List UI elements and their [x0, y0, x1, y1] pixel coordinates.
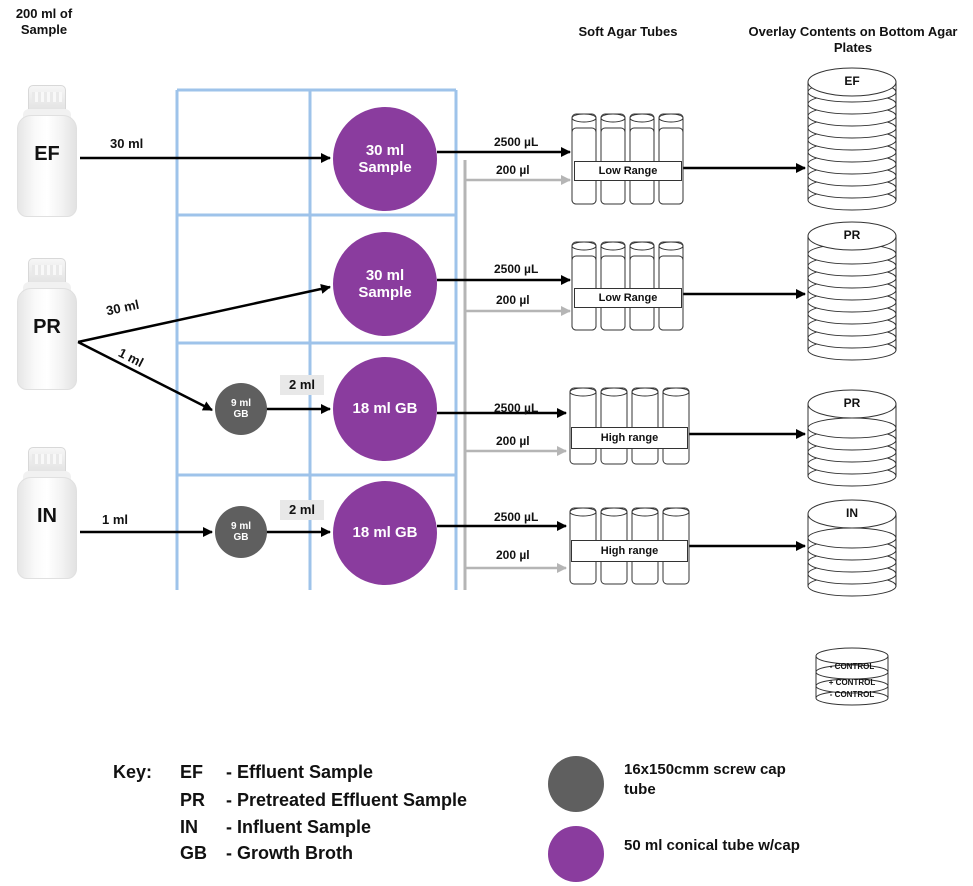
rack-band-3: High range [571, 427, 688, 449]
plate-label-ef: EF [844, 74, 860, 88]
conical-tube-2-label: 30 ml Sample [358, 266, 412, 301]
legend-gray-text: 16x150cmm screw cap tube [624, 761, 786, 798]
rack-band-2: Low Range [574, 288, 682, 308]
legend-gray-swatch [548, 756, 604, 812]
control-label-pos: + CONTROL [828, 678, 876, 687]
screw-cap-tube-2: 9 ml GB [215, 506, 267, 558]
header-overlay: Overlay Contents on Bottom Agar Plates [748, 24, 958, 55]
conical-tube-3-label: 18 ml GB [352, 400, 418, 418]
key-abbr-ef: EF [180, 762, 204, 782]
conical-tube-1-label: 30 ml Sample [358, 141, 412, 176]
screw-cap-tube-1-label: 9 ml GB [230, 397, 251, 421]
key-desc-ef: - Effluent Sample [226, 762, 374, 782]
conical-tube-4: 18 ml GB [333, 481, 437, 585]
rack-band-4: High range [571, 540, 688, 562]
legend-purple-text: 50 ml conical tube w/cap [624, 837, 800, 854]
key-desc-in: - Influent Sample [226, 817, 372, 837]
label-200-1: 200 µl [496, 163, 530, 177]
plate-label-in: IN [846, 506, 858, 520]
label-2ml-b: 2 ml [280, 500, 324, 520]
label-200-3: 200 µl [496, 434, 530, 448]
tube-rack-2 [571, 241, 684, 331]
screw-cap-tube-2-label: 9 ml GB [230, 520, 251, 544]
label-2500-1: 2500 µL [494, 135, 539, 149]
label-ef-30ml: 30 ml [110, 136, 144, 151]
plate-stack-ef [807, 67, 897, 211]
label-200-2: 200 µl [496, 293, 530, 307]
label-200-4: 200 µl [496, 548, 530, 562]
control-label-neg-1: - CONTROL [829, 662, 875, 671]
bottle-label-in: IN [37, 505, 57, 527]
header-soft-agar: Soft Agar Tubes [578, 24, 678, 39]
conical-tube-2: 30 ml Sample [333, 232, 437, 336]
bottle-pr: PR [17, 258, 77, 390]
label-2500-4: 2500 µL [494, 510, 539, 524]
screw-cap-tube-1: 9 ml GB [215, 383, 267, 435]
plate-stack-controls [815, 647, 889, 706]
conical-tube-3: 18 ml GB [333, 357, 437, 461]
bottle-label-ef: EF [34, 143, 60, 165]
key-abbr-pr: PR [180, 790, 206, 810]
arrow-pr-1 [77, 340, 213, 412]
bottle-label-pr: PR [33, 316, 61, 338]
key-abbr-gb: GB [180, 843, 207, 863]
bottle-ef: EF [17, 85, 77, 217]
plate-stack-pr-1 [807, 221, 897, 361]
label-2ml-a: 2 ml [280, 375, 324, 395]
arrow-pr-30 [77, 284, 331, 344]
key-abbr-in: IN [180, 817, 198, 837]
label-2500-2: 2500 µL [494, 262, 539, 276]
label-in-1ml: 1 ml [102, 512, 129, 527]
bottle-in: IN [17, 447, 77, 579]
plate-stack-in [807, 499, 897, 597]
key-desc-gb: - Growth Broth [226, 843, 353, 863]
key-desc-pr: - Pretreated Effluent Sample [226, 790, 468, 810]
key-title: Key: [113, 762, 153, 782]
legend-purple-swatch [548, 826, 604, 882]
tube-rack-1 [571, 113, 684, 205]
label-2500-3: 2500 µL [494, 401, 539, 415]
rack-band-1: Low Range [574, 161, 682, 181]
tube-rack-3 [569, 387, 690, 465]
grid-lines [175, 88, 458, 590]
plate-label-pr-1: PR [843, 228, 861, 242]
conical-tube-1: 30 ml Sample [333, 107, 437, 211]
plate-stack-pr-2 [807, 389, 897, 487]
plate-label-pr-2: PR [843, 396, 861, 410]
control-label-neg-2: - CONTROL [829, 690, 875, 699]
conical-tube-4-label: 18 ml GB [352, 524, 418, 542]
header-sample: 200 ml of Sample [15, 6, 73, 37]
